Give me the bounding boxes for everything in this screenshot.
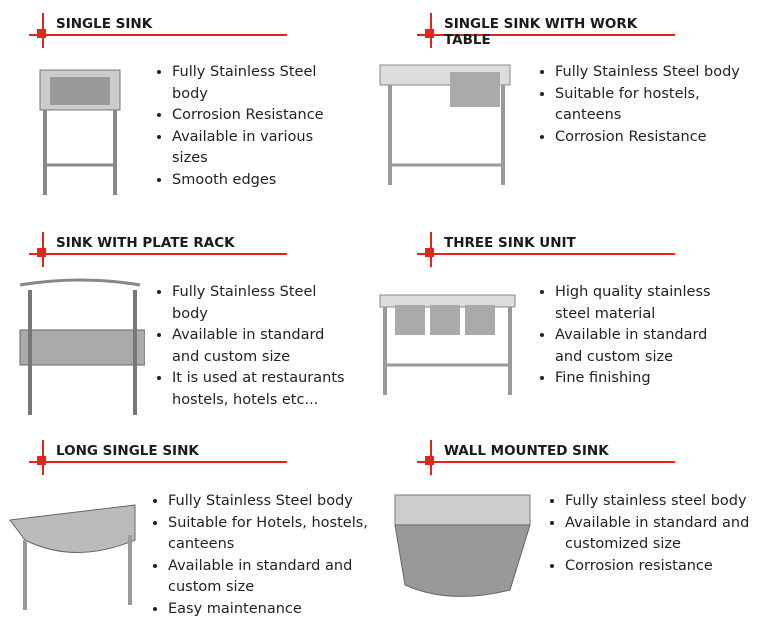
feature-item: Fully Stainless Steel body	[555, 62, 745, 84]
feature-item: Corrosion Resistance	[555, 127, 745, 149]
feature-list: Fully stainless steel bodyAvailable in s…	[545, 491, 750, 577]
feature-item: Fine finishing	[555, 368, 735, 390]
section-title: LONG SINGLE SINK	[56, 443, 199, 459]
header-accent-square	[37, 248, 46, 257]
feature-list: Fully Stainless Steel bodyAvailable in s…	[152, 282, 347, 411]
header-accent-square	[425, 29, 434, 38]
feature-item: High quality stainless steel material	[555, 282, 735, 325]
feature-list: High quality stainless steel materialAva…	[535, 282, 735, 390]
product-image	[9, 504, 136, 610]
section-title: SINGLE SINK	[56, 16, 153, 32]
feature-item: It is used at restaurants hostels, hotel…	[172, 368, 347, 411]
section-title: WALL MOUNTED SINK	[444, 443, 609, 459]
header-underline	[417, 253, 675, 255]
header-accent-square	[37, 456, 46, 465]
section-header: THREE SINK UNIT	[417, 232, 687, 272]
section-header: SINGLE SINK WITH WORK TABLE	[417, 13, 687, 53]
feature-item: Fully Stainless Steel body	[168, 491, 393, 513]
header-accent-square	[37, 29, 46, 38]
header-underline	[29, 253, 287, 255]
header-underline	[417, 461, 675, 463]
feature-item: Fully stainless steel body	[565, 491, 750, 513]
feature-list: Fully Stainless Steel bodyCorrosion Resi…	[152, 62, 342, 191]
header-underline	[417, 34, 675, 36]
section-title: SINGLE SINK WITH WORK TABLE	[444, 16, 638, 48]
feature-item: Smooth edges	[172, 170, 342, 192]
product-image	[379, 294, 516, 395]
feature-item: Available in various sizes	[172, 127, 342, 170]
feature-item: Fully Stainless Steel body	[172, 62, 342, 105]
section-header: SINGLE SINK	[29, 13, 299, 53]
header-underline	[29, 461, 287, 463]
header-accent-square	[425, 248, 434, 257]
feature-item: Available in standard and customized siz…	[565, 513, 750, 556]
feature-list: Fully Stainless Steel bodySuitable for h…	[535, 62, 745, 148]
section-header: WALL MOUNTED SINK	[417, 440, 687, 480]
feature-item: Available in standard and custom size	[172, 325, 347, 368]
feature-item: Corrosion Resistance	[172, 105, 342, 127]
product-image	[394, 494, 531, 597]
product-image	[19, 278, 145, 415]
feature-item: Corrosion resistance	[565, 556, 750, 578]
section-title: SINK WITH PLATE RACK	[56, 235, 235, 251]
feature-item: Suitable for Hotels, hostels, canteens	[168, 513, 393, 556]
feature-item: Available in standard and custom size	[168, 556, 393, 599]
feature-item: Fully Stainless Steel body	[172, 282, 347, 325]
header-underline	[29, 34, 287, 36]
feature-item: Available in standard and custom size	[555, 325, 735, 368]
product-image	[39, 69, 121, 195]
header-accent-square	[425, 456, 434, 465]
section-header: SINK WITH PLATE RACK	[29, 232, 299, 272]
section-title: THREE SINK UNIT	[444, 235, 576, 251]
product-image	[379, 64, 511, 185]
feature-list: Fully Stainless Steel bodySuitable for H…	[148, 491, 393, 620]
feature-item: Easy maintenance	[168, 599, 393, 621]
section-header: LONG SINGLE SINK	[29, 440, 299, 480]
feature-item: Suitable for hostels, canteens	[555, 84, 745, 127]
